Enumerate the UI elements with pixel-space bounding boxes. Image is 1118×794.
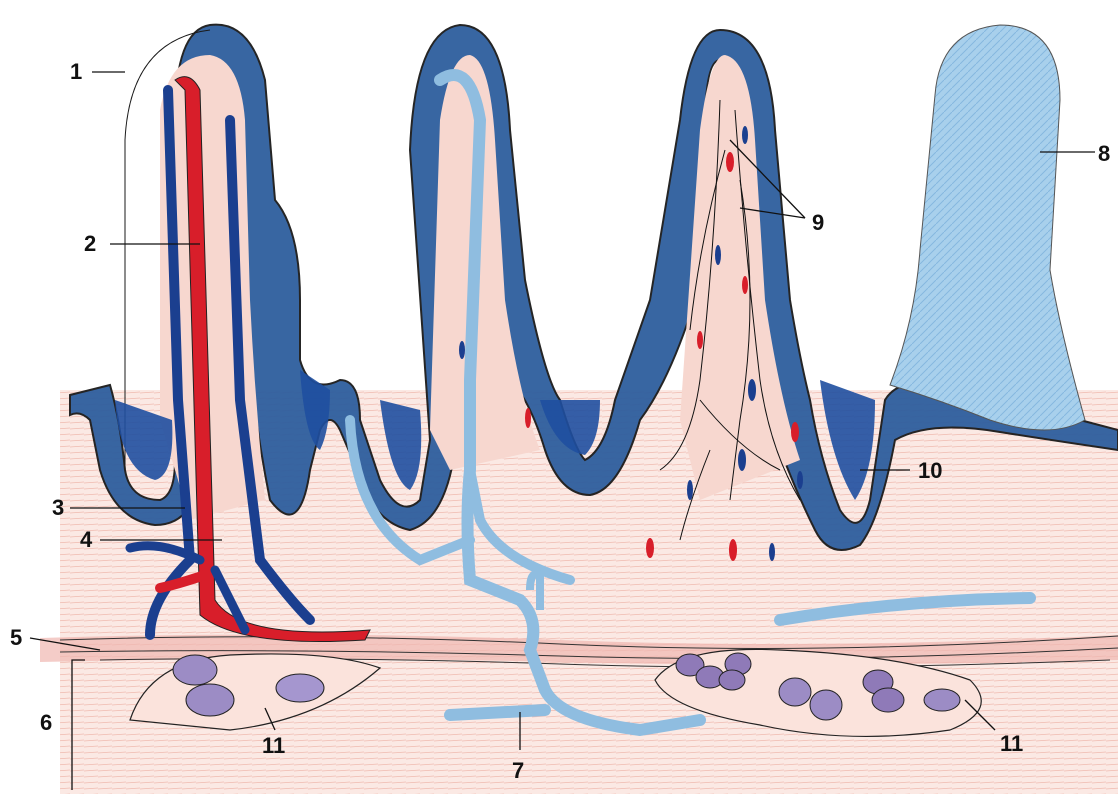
label-3: 3: [52, 497, 64, 519]
label-2: 2: [84, 233, 96, 255]
label-1: 1: [70, 61, 82, 83]
label-5: 5: [10, 627, 22, 649]
label-6: 6: [40, 712, 52, 734]
label-10: 10: [918, 460, 942, 482]
label-9: 9: [812, 212, 824, 234]
label-11-right: 11: [1000, 733, 1023, 755]
label-7: 7: [512, 760, 524, 782]
label-8: 8: [1098, 143, 1110, 165]
label-4: 4: [80, 529, 92, 551]
label-11-left: 11: [262, 735, 285, 757]
detached-villus: [890, 25, 1085, 430]
